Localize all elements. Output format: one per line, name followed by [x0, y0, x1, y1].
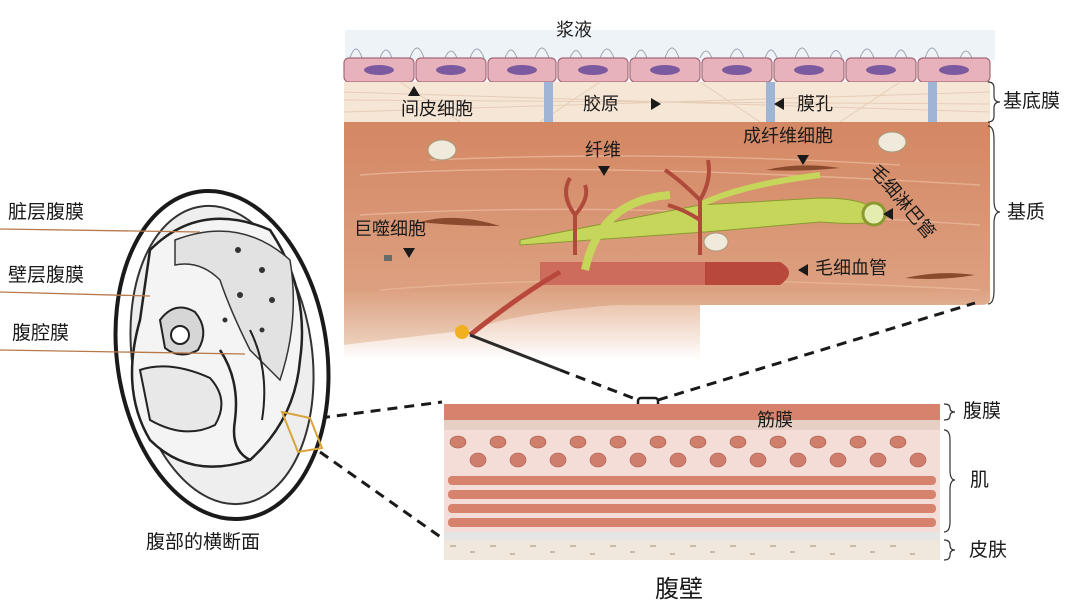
- label-fibroblast: 成纤维细胞: [743, 126, 833, 147]
- label-mesothelial-cell: 间皮细胞: [401, 99, 473, 120]
- membrane-pore: [928, 82, 937, 122]
- label-abdominal-wall: 腹壁: [655, 575, 703, 603]
- label-matrix: 基质: [1007, 201, 1046, 223]
- macrophage-marker: [384, 255, 392, 261]
- basement-membrane-layer: [343, 81, 991, 123]
- fibroblast-cell: [766, 165, 840, 171]
- fibroblast-cell: [420, 217, 500, 226]
- label-parietal-peritoneum: 壁层腹膜: [8, 264, 85, 286]
- label-collagen: 胶原: [583, 94, 619, 115]
- mesothelial-cell-row: [343, 57, 991, 83]
- blood-capillary: [455, 262, 789, 372]
- label-macrophage: 巨噬细胞: [354, 219, 426, 240]
- muscle-fibers-long: [448, 476, 936, 527]
- label-muscle: 肌: [970, 469, 990, 491]
- zoom-connectors: [319, 301, 976, 540]
- label-pore: 膜孔: [797, 94, 833, 115]
- label-basement-membrane: 基底膜: [1003, 90, 1061, 112]
- label-peritoneum: 腹膜: [963, 400, 1002, 422]
- fibroblast-cell: [905, 273, 975, 279]
- macrophage-cell: [703, 232, 729, 252]
- muscle-fibers-cross: [449, 435, 927, 468]
- macrophage-cell: [877, 131, 907, 153]
- label-peritoneal-cavity: 腹腔膜: [12, 322, 70, 344]
- label-fiber: 纤维: [585, 140, 621, 161]
- vessel-branches: [564, 159, 711, 255]
- label-cross-section: 腹部的横断面: [146, 531, 261, 553]
- abdominal-wall-block: [444, 404, 940, 560]
- lymph-capillary: [519, 172, 887, 271]
- label-leaders: [0, 228, 246, 355]
- abdomen-cross-section: [113, 188, 331, 522]
- membrane-pore: [544, 82, 553, 122]
- zoom-region: [280, 410, 324, 454]
- label-blood-capillary: 毛细血管: [815, 258, 887, 279]
- label-serosa: 浆液: [556, 20, 592, 41]
- label-fascia: 筋膜: [757, 410, 793, 431]
- layer-brackets: [943, 81, 1001, 561]
- macrophage-cell: [427, 139, 457, 161]
- label-visceral-peritoneum: 脏层腹膜: [8, 201, 85, 223]
- matrix-layer: [344, 122, 990, 360]
- membrane-pore: [766, 82, 775, 122]
- label-skin: 皮肤: [969, 539, 1008, 561]
- serosa-layer: [345, 30, 995, 60]
